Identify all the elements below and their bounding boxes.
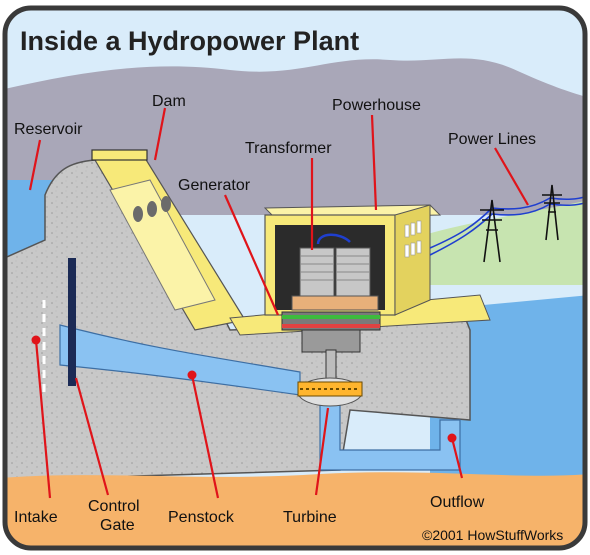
pylons bbox=[480, 184, 562, 263]
control-gate bbox=[68, 258, 76, 386]
label-control-gate-line2: Gate bbox=[100, 517, 135, 534]
transformer bbox=[291, 233, 379, 311]
label-control-gate-line1: Control bbox=[88, 498, 140, 515]
ground bbox=[5, 472, 585, 548]
power-lines bbox=[429, 194, 585, 256]
copyright-credit: ©2001 HowStuffWorks bbox=[422, 527, 563, 543]
label-intake: Intake bbox=[14, 509, 58, 526]
label-powerhouse: Powerhouse bbox=[332, 97, 421, 114]
dam-crest-railing bbox=[91, 149, 148, 161]
generator bbox=[281, 311, 381, 386]
label-generator: Generator bbox=[178, 177, 251, 194]
label-power-lines: Power Lines bbox=[448, 131, 536, 148]
label-outflow: Outflow bbox=[430, 494, 485, 511]
distant-land bbox=[380, 200, 585, 285]
frame bbox=[2, 5, 588, 551]
callouts bbox=[28, 107, 529, 499]
outflow-tunnel bbox=[319, 399, 461, 471]
label-turbine: Turbine bbox=[283, 509, 337, 526]
label-penstock: Penstock bbox=[168, 509, 235, 526]
label-dam: Dam bbox=[152, 93, 186, 110]
callout-dots bbox=[31, 335, 457, 443]
label-transformer: Transformer bbox=[245, 140, 332, 157]
label-reservoir: Reservoir bbox=[14, 121, 83, 138]
dam-spillway-holes bbox=[133, 196, 171, 222]
diagram-title: Inside a Hydropower Plant bbox=[20, 26, 359, 56]
turbine bbox=[297, 377, 363, 407]
